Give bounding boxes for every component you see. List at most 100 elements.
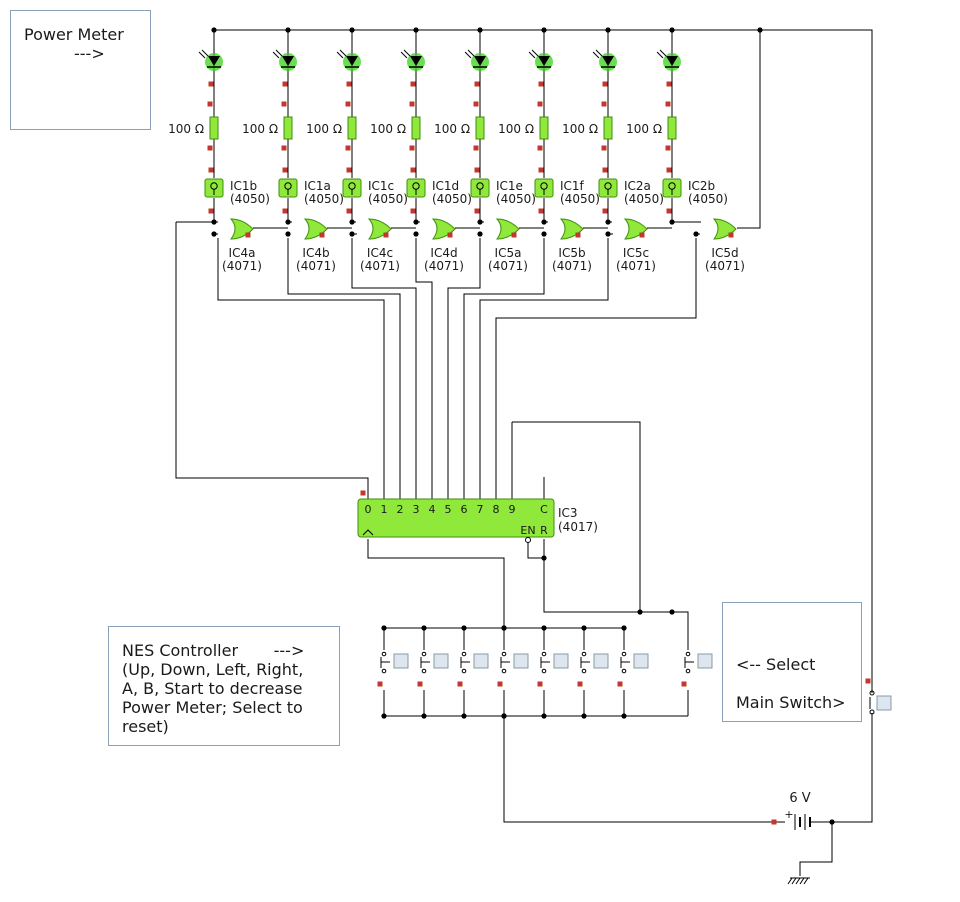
or-gate-part-label: (4071): [552, 259, 592, 273]
led-icon: [272, 49, 297, 71]
resistor-body: [283, 116, 293, 140]
buffer-body: [534, 178, 554, 198]
contact: [541, 668, 547, 674]
resistor-value-label: 100 Ω: [168, 122, 204, 136]
resistor-icon: [411, 116, 421, 140]
contact: [869, 709, 875, 715]
button-cap[interactable]: [553, 653, 569, 669]
or-gate-name-label: IC5a: [495, 246, 522, 260]
push-button-icon[interactable]: [540, 651, 569, 674]
or-gate-icon: [495, 218, 520, 240]
junction-dot: [637, 609, 643, 615]
toggle-switch-icon[interactable]: [869, 690, 892, 715]
wire: [463, 238, 545, 499]
junction-dot: [477, 231, 483, 237]
led-ray: [659, 49, 667, 57]
ground-hatch: [799, 877, 805, 885]
resistor-value-label: 100 Ω: [562, 122, 598, 136]
terminal-marker: [447, 232, 453, 238]
switch-cap[interactable]: [876, 695, 892, 711]
button-cap[interactable]: [633, 653, 649, 669]
buffer-name-label: IC2a: [624, 179, 651, 193]
led-icon: [198, 49, 223, 71]
button-cap[interactable]: [473, 653, 489, 669]
push-button-icon[interactable]: [684, 651, 713, 674]
buffer-name-label: IC1c: [368, 179, 394, 193]
buffer-part-label: (4050): [368, 192, 408, 206]
junction-dot: [621, 625, 627, 631]
battery-icon: [794, 814, 811, 830]
nes-note-line5: reset): [122, 717, 169, 736]
junction-dot: [211, 231, 217, 237]
buffer-body: [342, 178, 362, 198]
wire: [351, 238, 417, 499]
led-ray: [403, 49, 411, 57]
resistor-body: [603, 116, 613, 140]
push-button-icon[interactable]: [380, 651, 409, 674]
resistor-value-label: 100 Ω: [434, 122, 470, 136]
push-button-icon[interactable]: [460, 651, 489, 674]
contact: [421, 668, 427, 674]
wire: [799, 822, 833, 876]
push-button-icon[interactable]: [580, 651, 609, 674]
wire: [214, 29, 873, 693]
button-cap[interactable]: [433, 653, 449, 669]
button-cap[interactable]: [393, 653, 409, 669]
counter-pin-label: 1: [381, 503, 388, 516]
wire: [415, 238, 433, 499]
wire: [527, 539, 544, 559]
button-cap[interactable]: [513, 653, 529, 669]
resistor-value-label: 100 Ω: [306, 122, 342, 136]
push-button-icon[interactable]: [420, 651, 449, 674]
or-gate-icon: [431, 218, 456, 240]
terminal-marker: [639, 232, 645, 238]
junction-dot: [669, 27, 675, 33]
counter-pin-label: 5: [445, 503, 452, 516]
terminal-marker: [282, 208, 288, 214]
ground-hatch: [787, 877, 793, 885]
or-gate-name-label: IC4d: [430, 246, 457, 260]
terminal-marker: [208, 208, 214, 214]
resistor-icon: [539, 116, 549, 140]
button-cap[interactable]: [697, 653, 713, 669]
terminal-marker: [281, 101, 287, 107]
junction-dot: [669, 219, 675, 225]
terminal-marker: [346, 208, 352, 214]
terminal-marker: [497, 681, 503, 687]
terminal-marker: [474, 208, 480, 214]
junction-dot: [541, 231, 547, 237]
counter-output-mark: [362, 529, 374, 536]
buffer-name-label: IC1b: [230, 179, 257, 193]
select-note-line2: Main Switch>: [736, 693, 846, 712]
resistor-icon: [475, 116, 485, 140]
or-gate-body: [712, 218, 737, 240]
led-body: [474, 56, 486, 66]
junction-dot: [541, 713, 547, 719]
buffer-icon: [406, 178, 426, 198]
counter-name-label: IC3: [558, 506, 578, 520]
resistor-body: [347, 116, 357, 140]
junction-dot: [413, 219, 419, 225]
push-button-icon[interactable]: [500, 651, 529, 674]
push-button-icon[interactable]: [620, 651, 649, 674]
resistor-body: [667, 116, 677, 140]
power-meter-note: Power Meter --->: [10, 10, 151, 130]
terminal-marker: [410, 167, 416, 173]
contact: [581, 668, 587, 674]
junction-dot: [621, 713, 627, 719]
junction-dot: [501, 713, 507, 719]
counter-pin-label: 6: [461, 503, 468, 516]
select-note: <-- Select Main Switch>: [722, 602, 862, 722]
ground-hatch: [795, 877, 801, 885]
terminal-marker: [666, 81, 672, 87]
counter-clock-label: C: [540, 503, 548, 516]
led-body: [410, 56, 422, 66]
led-body: [346, 56, 358, 66]
counter-pin-label: 2: [397, 503, 404, 516]
junction-dot: [693, 231, 699, 237]
terminal-marker: [538, 208, 544, 214]
contact: [541, 651, 547, 657]
button-cap[interactable]: [593, 653, 609, 669]
components: [198, 27, 892, 885]
terminal-marker: [245, 232, 251, 238]
